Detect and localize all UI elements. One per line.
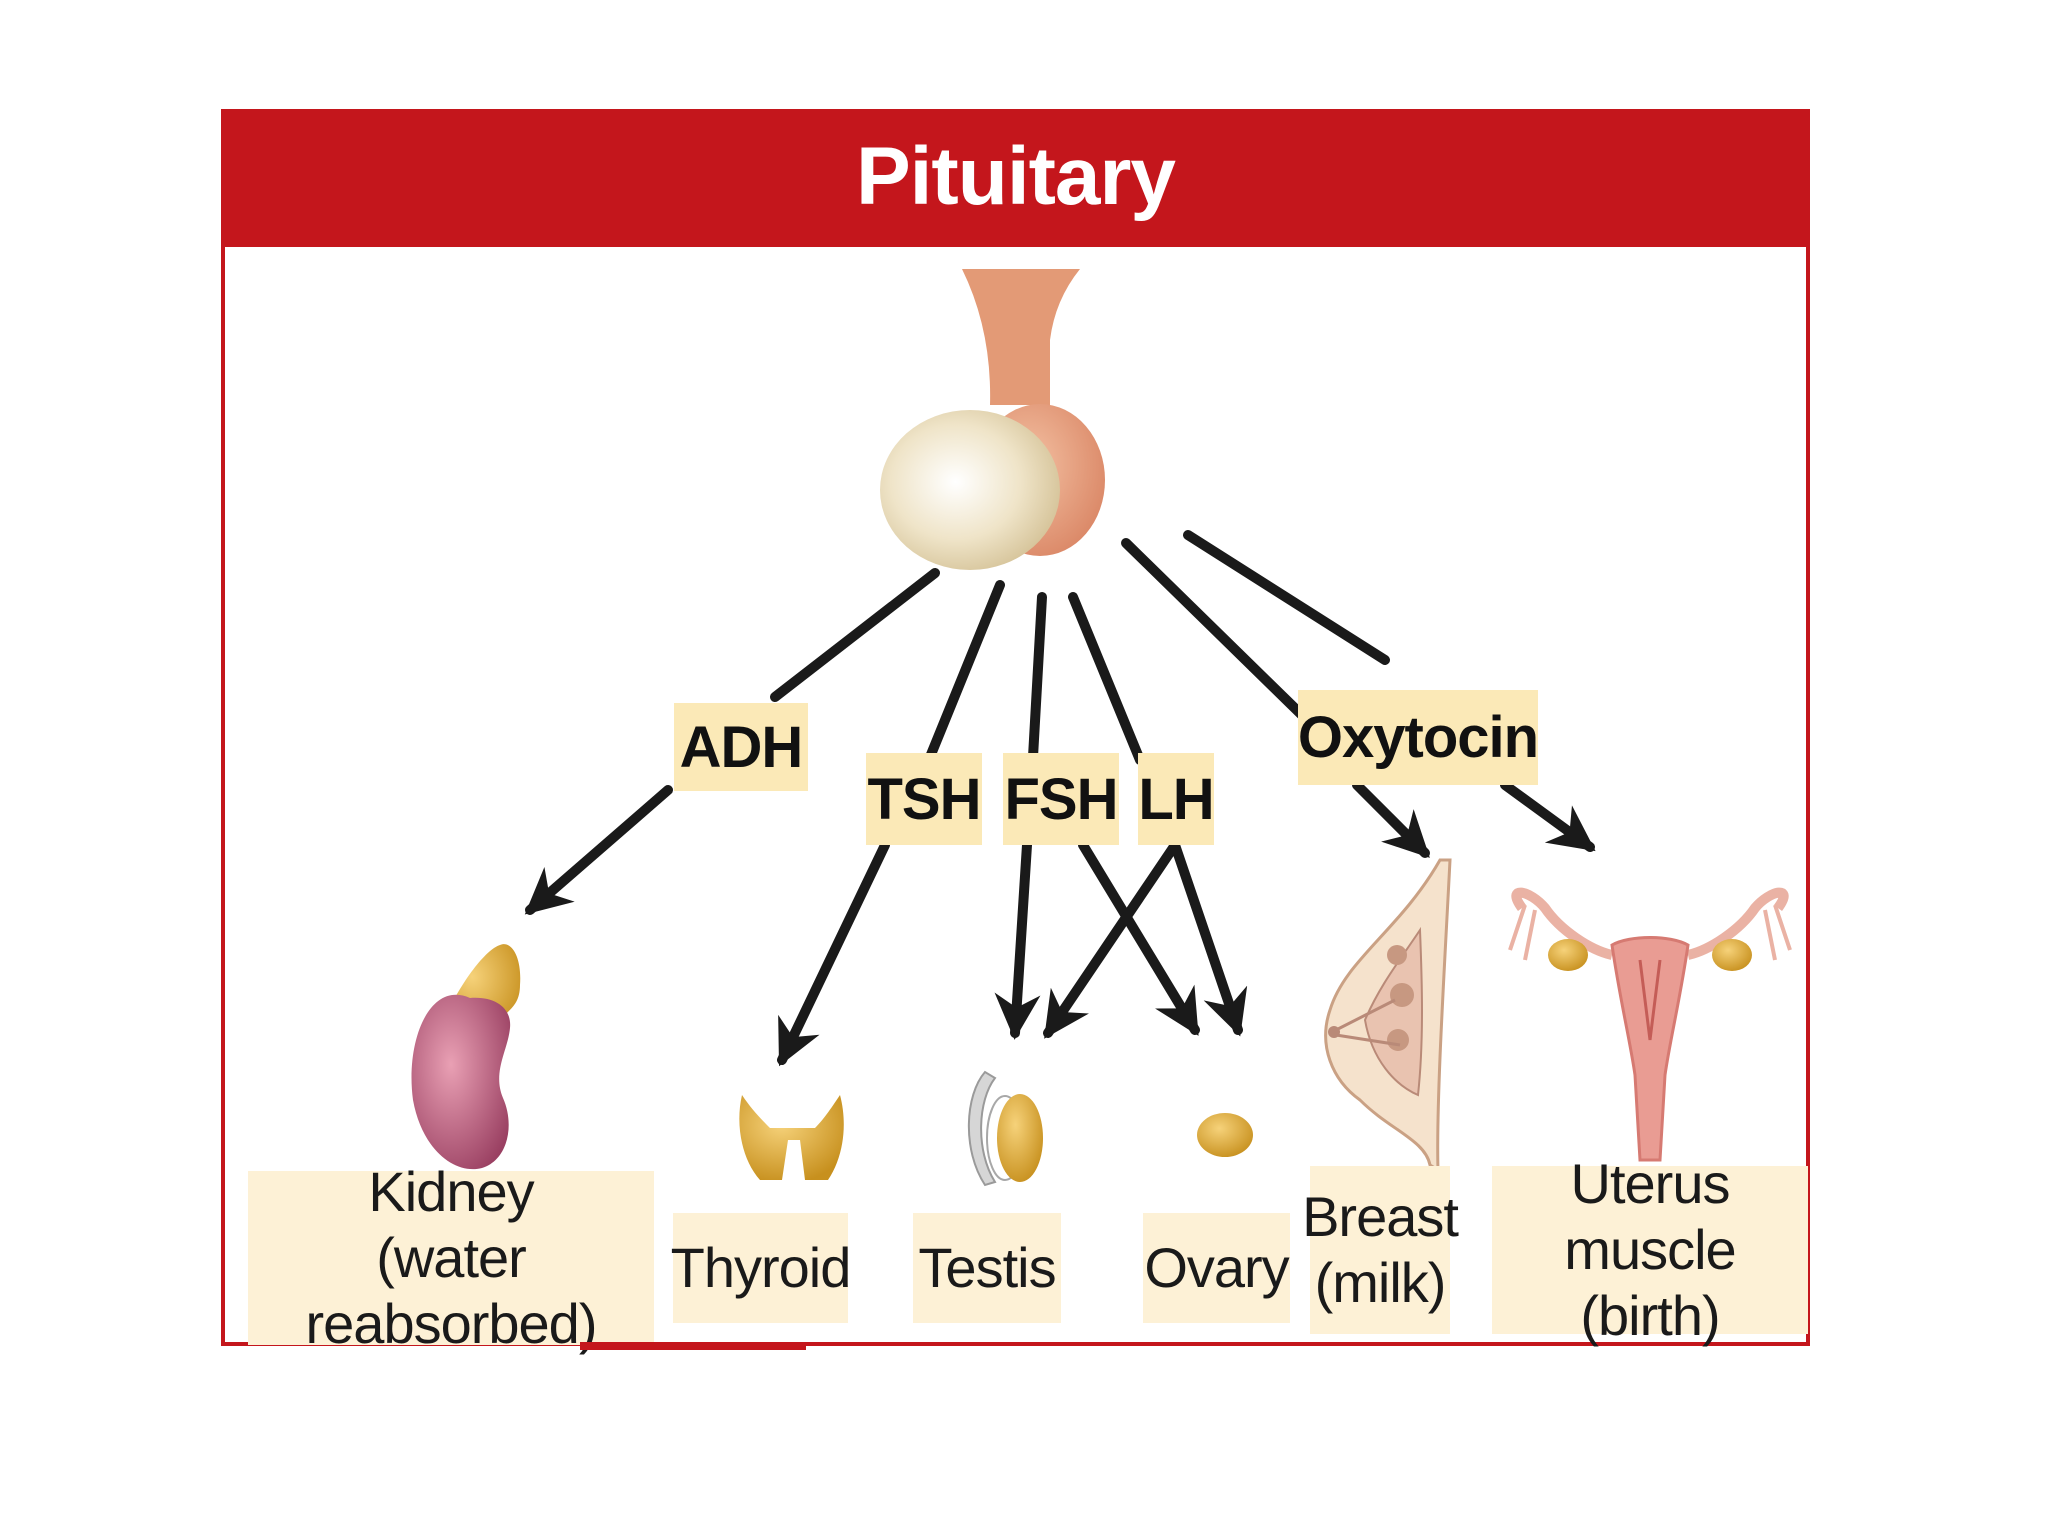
thyroid-icon — [739, 1095, 844, 1180]
breast-icon — [1324, 858, 1452, 1173]
target-note: (water reabsorbed) — [305, 1225, 598, 1356]
target-label-breast: Breast (milk) — [1302, 1166, 1459, 1334]
testis-icon — [967, 1070, 1043, 1187]
target-label-ovary: Ovary — [1143, 1213, 1290, 1323]
uterus-icon — [1508, 887, 1792, 1162]
hormone-label-oxytocin: Oxytocin — [1298, 690, 1539, 785]
target-name: Uterus muscle — [1564, 1151, 1736, 1281]
hormone-label-lh: LH — [1138, 753, 1215, 845]
kidney-icon — [411, 944, 521, 1170]
hormone-arrows — [524, 530, 1596, 1067]
target-label-testis: Testis — [913, 1213, 1061, 1323]
title-banner — [221, 109, 1810, 247]
ovary-icon — [1197, 1113, 1253, 1157]
pituitary-gland-icon — [880, 269, 1105, 570]
target-label-kidney: Kidney (water reabsorbed) — [248, 1160, 654, 1355]
target-note: (birth) — [1580, 1284, 1720, 1348]
target-label-thyroid: Thyroid — [670, 1213, 852, 1323]
target-name: Testis — [918, 1235, 1056, 1299]
hormone-label-fsh: FSH — [1003, 753, 1119, 845]
target-label-uterus: Uterus muscle (birth) — [1492, 1152, 1808, 1347]
decorative-stripe — [580, 1342, 806, 1350]
target-name: Breast — [1302, 1184, 1459, 1248]
target-name: Thyroid — [670, 1235, 852, 1299]
hormone-label-adh: ADH — [674, 703, 808, 791]
target-name: Ovary — [1144, 1235, 1289, 1299]
target-name: Kidney — [368, 1159, 534, 1223]
target-note: (milk) — [1314, 1251, 1447, 1314]
diagram-title: Pituitary — [855, 131, 1176, 222]
hormone-label-tsh: TSH — [866, 753, 982, 845]
